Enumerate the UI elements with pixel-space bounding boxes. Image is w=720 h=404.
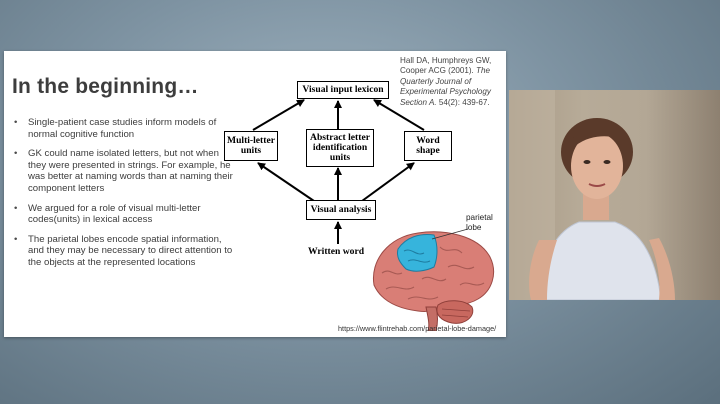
diagram-box-multiletter: Multi-letter units bbox=[224, 131, 278, 161]
bullet-list: Single-patient case studies inform model… bbox=[12, 117, 234, 277]
diagram-box-wordshape: Word shape bbox=[404, 131, 452, 161]
presentation-slide: In the beginning… Single-patient case st… bbox=[4, 51, 506, 337]
arrow-multiletter-to-lexicon bbox=[252, 99, 305, 131]
citation-details: 54(2): 439-67. bbox=[438, 97, 490, 107]
presenter-video bbox=[509, 90, 720, 300]
bullet-item: GK could name isolated letters, but not … bbox=[12, 148, 234, 194]
presenter-image bbox=[509, 90, 675, 300]
arrow-wordshape-to-lexicon bbox=[373, 99, 425, 131]
brain-caption: parietal lobe bbox=[466, 213, 493, 232]
diagram-box-analysis: Visual analysis bbox=[306, 200, 376, 220]
diagram-box-abstract: Abstract letter identification units bbox=[306, 129, 374, 167]
brain-image bbox=[372, 228, 494, 331]
bullet-item: Single-patient case studies inform model… bbox=[12, 117, 234, 140]
image-source-link[interactable]: https://www.flintrehab.com/parietal-lobe… bbox=[338, 324, 497, 333]
arrow-analysis-to-multiletter bbox=[257, 162, 315, 202]
word-recognition-diagram bbox=[252, 99, 425, 244]
slide-title: In the beginning… bbox=[12, 75, 199, 98]
citation-authors: Hall DA, Humphreys GW, Cooper ACG (2001)… bbox=[400, 56, 492, 76]
diagram-box-lexicon: Visual input lexicon bbox=[297, 81, 389, 99]
diagram-input-label: Written word bbox=[308, 246, 365, 257]
citation-journal: The Quarterly Journal of Experimental Ps… bbox=[400, 66, 491, 107]
bullet-item: The parietal lobes encode spatial inform… bbox=[12, 234, 234, 269]
bullet-item: We argued for a role of visual multi-let… bbox=[12, 203, 234, 226]
arrow-analysis-to-wordshape bbox=[361, 162, 415, 202]
citation: Hall DA, Humphreys GW, Cooper ACG (2001)… bbox=[400, 56, 504, 108]
